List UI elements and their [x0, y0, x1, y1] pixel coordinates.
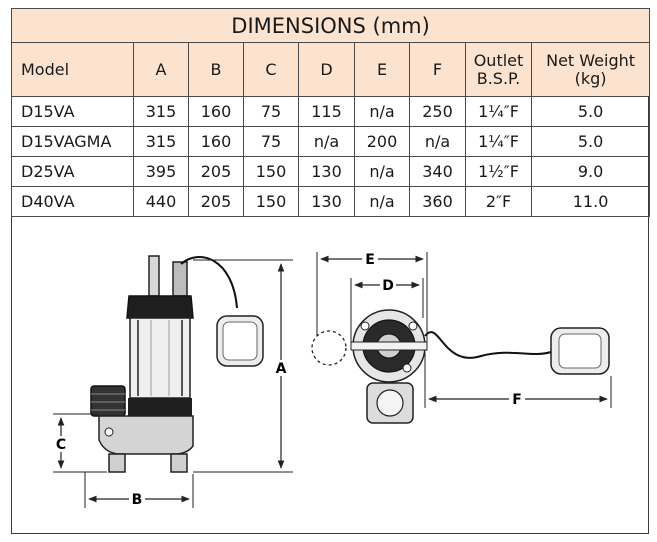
cell-a: 440	[133, 186, 189, 217]
dimensions-table: DIMENSIONS (mm) Model A B C D E F Outlet…	[10, 8, 651, 217]
label-f: F	[512, 392, 522, 408]
dimension-f: F	[424, 352, 612, 408]
header-b: B	[188, 42, 244, 97]
cell-a: 395	[133, 156, 189, 187]
cell-outlet: 1¼″F	[465, 96, 532, 127]
cell-weight: 5.0	[530, 126, 651, 157]
table-row: D15VA 315 160 75 115 n/a 250 1¼″F 5.0	[11, 96, 651, 127]
cell-c: 150	[243, 156, 299, 187]
cell-model: D15VAGMA	[11, 126, 134, 157]
cell-f: n/a	[409, 126, 466, 157]
header-outlet-line1: Outlet	[473, 50, 524, 70]
pump-dimension-drawing: A C B	[53, 251, 612, 508]
dimension-c: C	[53, 413, 107, 473]
cell-d: 130	[298, 186, 355, 217]
header-row: Model A B C D E F Outlet B.S.P. Net Weig…	[11, 42, 651, 97]
cell-e: 200	[354, 126, 410, 157]
header-c: C	[243, 42, 299, 97]
dimension-b: B	[84, 472, 194, 508]
header-weight-line1: Net Weight	[546, 50, 636, 70]
title-row: DIMENSIONS (mm)	[10, 8, 651, 43]
cell-e: n/a	[354, 156, 410, 187]
header-outlet-line2: B.S.P.	[476, 68, 521, 88]
header-f: F	[409, 42, 466, 97]
cell-outlet: 1¼″F	[465, 126, 532, 157]
cell-weight: 5.0	[530, 96, 651, 127]
header-weight-line2: (kg)	[574, 68, 607, 88]
cell-b: 205	[188, 156, 244, 187]
header-a: A	[133, 42, 189, 97]
dimension-d: D	[350, 277, 424, 344]
cell-e: n/a	[354, 186, 410, 217]
cell-d: 115	[298, 96, 355, 127]
cell-model: D40VA	[11, 186, 134, 217]
header-model: Model	[11, 42, 134, 97]
cell-c: 150	[243, 186, 299, 217]
cell-c: 75	[243, 126, 299, 157]
cell-b: 160	[188, 126, 244, 157]
label-d: D	[382, 278, 394, 294]
cell-a: 315	[133, 96, 189, 127]
table-row: D15VAGMA 315 160 75 n/a 200 n/a 1¼″F 5.0	[11, 126, 651, 157]
cell-b: 205	[188, 186, 244, 217]
dimension-e: E	[316, 251, 428, 342]
table-row: D25VA 395 205 150 130 n/a 340 1½″F 9.0	[11, 156, 651, 187]
cell-c: 75	[243, 96, 299, 127]
header-d: D	[298, 42, 355, 97]
label-c: C	[56, 437, 66, 453]
cell-model: D15VA	[11, 96, 134, 127]
cell-f: 340	[409, 156, 466, 187]
cell-outlet: 1½″F	[465, 156, 532, 187]
header-e: E	[354, 42, 410, 97]
cell-weight: 9.0	[530, 156, 651, 187]
table-title: DIMENSIONS (mm)	[10, 8, 651, 43]
cell-f: 360	[409, 186, 466, 217]
cell-a: 315	[133, 126, 189, 157]
table-row: D40VA 440 205 150 130 n/a 360 2″F 11.0	[11, 186, 651, 217]
header-weight: Net Weight (kg)	[530, 42, 651, 97]
cell-model: D25VA	[11, 156, 134, 187]
pump-side-view	[90, 255, 264, 473]
cell-weight: 11.0	[530, 186, 651, 217]
cell-d: 130	[298, 156, 355, 187]
cell-f: 250	[409, 96, 466, 127]
label-b: B	[132, 492, 143, 508]
pump-top-view	[311, 309, 610, 424]
header-outlet: Outlet B.S.P.	[465, 42, 532, 97]
cell-e: n/a	[354, 96, 410, 127]
cell-d: n/a	[298, 126, 355, 157]
cell-b: 160	[188, 96, 244, 127]
label-e: E	[365, 252, 375, 268]
cell-outlet: 2″F	[465, 186, 532, 217]
label-a: A	[276, 361, 287, 377]
dimension-a: A	[193, 259, 293, 473]
